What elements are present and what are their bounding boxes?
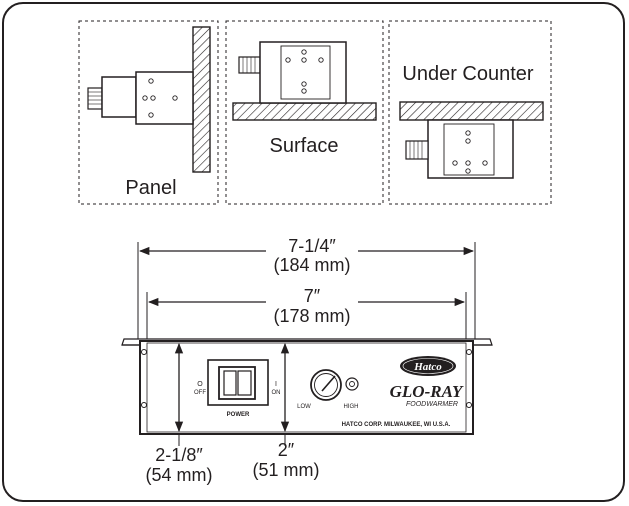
control-housing [139,340,474,435]
surface-label: Surface [270,135,339,157]
body-width-metric: (178 mm) [273,306,350,326]
maker-line: HATCO CORP. MILWAUKEE, WI U.S.A. [342,422,451,428]
thermostat-knob [310,369,342,401]
switch-on-label: ON [272,390,281,396]
hatco-logo-text: Hatco [413,361,442,373]
panel-wall [192,26,211,173]
switch-off-symbol: O [197,381,203,388]
switch-on-symbol: I [275,381,277,388]
overall-width-imperial: 7-1/4″ [288,236,336,256]
under-counter-mount-view: Under Counter [388,20,552,205]
panel-mount-box [78,20,219,205]
body-height-imperial: 2″ [278,440,295,460]
front-view: 7-1/4″ (184 mm) 7″ (178 mm) 2-1/8″ (54 m… [121,236,493,485]
surface-unit [238,41,347,104]
power-label: POWER [227,412,250,418]
body-height-metric: (51 mm) [253,460,320,480]
surface-mount-box [225,20,384,205]
panel-label: Panel [125,177,176,199]
screw-top-right [466,349,472,355]
panel-mount-view: Panel [78,20,219,205]
screw-bottom-right [466,402,472,408]
overall-height-imperial: 2-1/8″ [155,445,203,465]
screw-top-left [141,349,147,355]
overall-width-metric: (184 mm) [273,255,350,275]
knob-pointer [321,375,336,392]
overall-height-metric: (54 mm) [146,465,213,485]
brand-subtitle: FOODWARMER [406,401,458,408]
knob-low-label: LOW [297,404,311,410]
under-counter-label: Under Counter [402,63,534,85]
under-counter-countertop [399,101,544,121]
screw-bottom-left [141,402,147,408]
knob-high-label: HIGH [344,404,359,410]
under-counter-unit [405,119,514,179]
hatco-logo-badge [400,356,456,376]
switch-off-label: OFF [194,390,206,396]
brand-name: GLO-RAY [390,382,464,401]
body-width-imperial: 7″ [304,286,321,306]
panel-unit [87,71,194,125]
surface-mount-view: Surface [225,20,384,205]
under-counter-mount-box [388,20,552,205]
surface-countertop [232,102,377,121]
